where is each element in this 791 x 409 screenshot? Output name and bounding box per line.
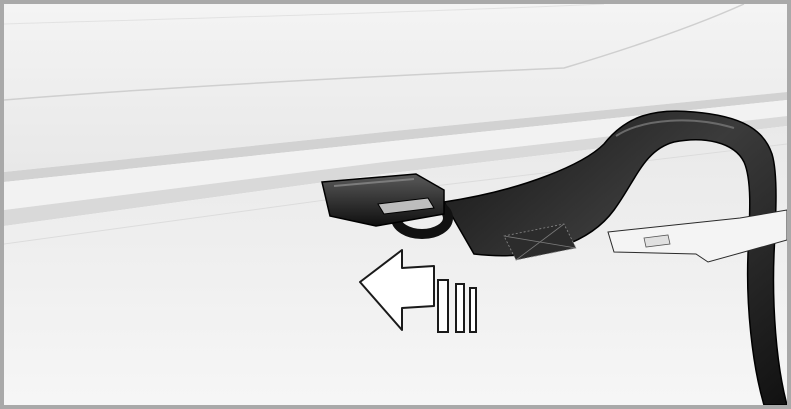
seat-belt-stowing-illustration <box>4 4 787 405</box>
trim-tab-slot <box>643 234 671 248</box>
trim-edge-top <box>4 92 787 182</box>
latch-plate-slot <box>377 197 435 215</box>
trim-tab <box>607 209 787 263</box>
belt-latch-plate <box>321 173 445 227</box>
arrow-left-icon <box>359 249 435 331</box>
trim-edge-shadow <box>4 116 787 226</box>
latch-plate-top-highlight <box>333 178 415 187</box>
headliner-highlight <box>4 4 605 25</box>
seat-belt-strap <box>442 110 787 405</box>
headliner-curve <box>4 4 745 101</box>
upper-trim-panel <box>4 4 787 172</box>
strap-highlight <box>615 119 735 137</box>
strap-stitch-x <box>503 223 577 261</box>
motion-lines-icon <box>437 279 477 333</box>
trim-edge-face <box>4 100 787 210</box>
